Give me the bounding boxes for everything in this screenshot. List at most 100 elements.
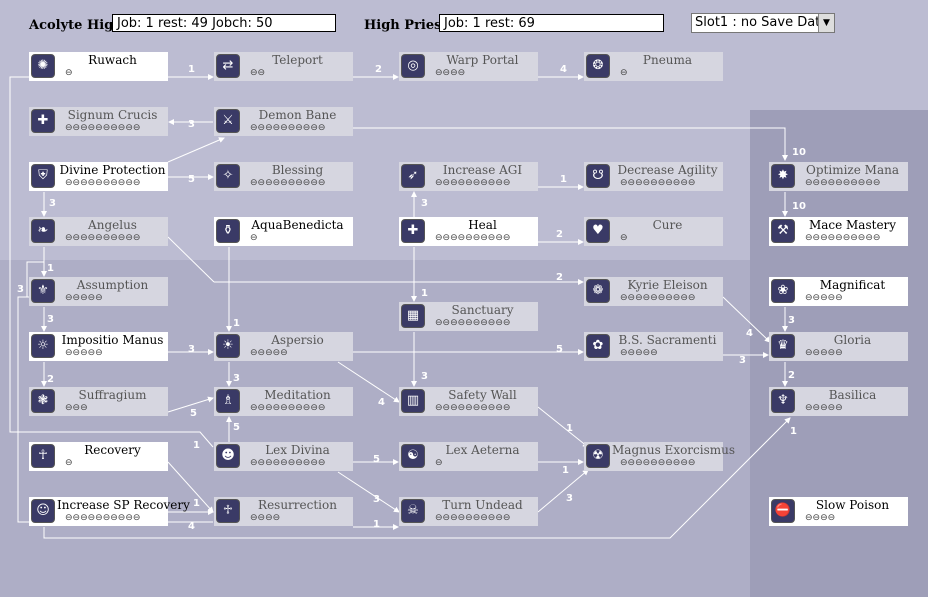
skill-level-pips[interactable]: ⊖⊖⊖: [65, 403, 88, 413]
skill-level-pips[interactable]: ⊖⊖⊖⊖⊖⊖⊖⊖⊖⊖: [805, 178, 881, 188]
skill-level-pips[interactable]: ⊖⊖⊖⊖⊖⊖⊖⊖⊖⊖: [250, 178, 326, 188]
suffragium-icon[interactable]: ❃: [31, 389, 55, 413]
skill-demon-bane[interactable]: ⚔Demon Bane⊖⊖⊖⊖⊖⊖⊖⊖⊖⊖: [214, 107, 353, 136]
skill-blessing[interactable]: ✧Blessing⊖⊖⊖⊖⊖⊖⊖⊖⊖⊖: [214, 162, 353, 191]
skill-level-pips[interactable]: ⊖⊖⊖⊖⊖⊖⊖⊖⊖⊖: [65, 513, 141, 523]
teleport-icon[interactable]: ⇄: [216, 54, 240, 78]
skill-angelus[interactable]: ❧Angelus⊖⊖⊖⊖⊖⊖⊖⊖⊖⊖: [29, 217, 168, 246]
warp-portal-icon[interactable]: ◎: [401, 54, 425, 78]
skill-level-pips[interactable]: ⊖⊖⊖⊖⊖⊖⊖⊖⊖⊖: [620, 178, 696, 188]
skill-kyrie-eleison[interactable]: ❁Kyrie Eleison⊖⊖⊖⊖⊖⊖⊖⊖⊖⊖: [584, 277, 723, 306]
lex-aeterna-icon[interactable]: ☯: [401, 444, 425, 468]
skill-pneuma[interactable]: ❂Pneuma⊖: [584, 52, 723, 81]
skill-lex-divina[interactable]: ☻Lex Divina⊖⊖⊖⊖⊖⊖⊖⊖⊖⊖: [214, 442, 353, 471]
skill-level-pips[interactable]: ⊖⊖⊖⊖⊖: [805, 403, 843, 413]
skill-signum-crucis[interactable]: ✚Signum Crucis⊖⊖⊖⊖⊖⊖⊖⊖⊖⊖: [29, 107, 168, 136]
ruwach-icon[interactable]: ✺: [31, 54, 55, 78]
cure-icon[interactable]: ♥: [586, 219, 610, 243]
skill-slow-poison[interactable]: ⛔Slow Poison⊖⊖⊖⊖: [769, 497, 908, 526]
skill-meditation[interactable]: ♗Meditation⊖⊖⊖⊖⊖⊖⊖⊖⊖⊖: [214, 387, 353, 416]
skill-level-pips[interactable]: ⊖⊖⊖⊖⊖⊖⊖⊖⊖⊖: [620, 458, 696, 468]
skill-level-pips[interactable]: ⊖⊖⊖⊖⊖⊖⊖⊖⊖⊖: [435, 233, 511, 243]
magnus-exorcismus-icon[interactable]: ☢: [586, 444, 610, 468]
skill-level-pips[interactable]: ⊖⊖⊖⊖: [805, 513, 836, 523]
skill-level-pips[interactable]: ⊖⊖⊖⊖⊖⊖⊖⊖⊖⊖: [620, 293, 696, 303]
skill-level-pips[interactable]: ⊖⊖⊖⊖: [435, 68, 466, 78]
chevron-down-icon[interactable]: ▼: [818, 14, 834, 32]
skill-level-pips[interactable]: ⊖: [65, 458, 73, 468]
skill-level-pips[interactable]: ⊖: [65, 68, 73, 78]
skill-turn-undead[interactable]: ☠Turn Undead⊖⊖⊖⊖⊖⊖⊖⊖⊖⊖: [399, 497, 538, 526]
skill-level-pips[interactable]: ⊖: [620, 68, 628, 78]
magnificat-icon[interactable]: ❀: [771, 279, 795, 303]
skill-level-pips[interactable]: ⊖⊖⊖⊖⊖: [805, 348, 843, 358]
skill-ruwach[interactable]: ✺Ruwach⊖: [29, 52, 168, 81]
skill-level-pips[interactable]: ⊖⊖⊖⊖⊖⊖⊖⊖⊖⊖: [65, 233, 141, 243]
skill-level-pips[interactable]: ⊖⊖⊖⊖⊖⊖⊖⊖⊖⊖: [435, 513, 511, 523]
lex-divina-icon[interactable]: ☻: [216, 444, 240, 468]
skill-heal[interactable]: ✚Heal⊖⊖⊖⊖⊖⊖⊖⊖⊖⊖: [399, 217, 538, 246]
sanctuary-icon[interactable]: ▦: [401, 304, 425, 328]
skill-recovery[interactable]: ☥Recovery⊖: [29, 442, 168, 471]
optimize-mana-icon[interactable]: ✸: [771, 164, 795, 188]
skill-teleport[interactable]: ⇄Teleport⊖⊖: [214, 52, 353, 81]
skill-gloria[interactable]: ♛Gloria⊖⊖⊖⊖⊖: [769, 332, 908, 361]
skill-level-pips[interactable]: ⊖⊖⊖⊖⊖⊖⊖⊖⊖⊖: [250, 403, 326, 413]
skill-sanctuary[interactable]: ▦Sanctuary⊖⊖⊖⊖⊖⊖⊖⊖⊖⊖: [399, 302, 538, 331]
increase-sp-recovery-icon[interactable]: ☺: [31, 499, 55, 523]
skill-level-pips[interactable]: ⊖: [620, 233, 628, 243]
slow-poison-icon[interactable]: ⛔: [771, 499, 795, 523]
impositio-manus-icon[interactable]: ☼: [31, 334, 55, 358]
skill-level-pips[interactable]: ⊖: [435, 458, 443, 468]
skill-level-pips[interactable]: ⊖⊖⊖⊖: [250, 513, 281, 523]
skill-level-pips[interactable]: ⊖⊖⊖⊖⊖⊖⊖⊖⊖⊖: [805, 233, 881, 243]
skill-level-pips[interactable]: ⊖⊖⊖⊖⊖⊖⊖⊖⊖⊖: [435, 178, 511, 188]
skill-aquabenedicta[interactable]: ⚱AquaBenedicta⊖: [214, 217, 353, 246]
kyrie-eleison-icon[interactable]: ❁: [586, 279, 610, 303]
signum-crucis-icon[interactable]: ✚: [31, 109, 55, 133]
aspersio-icon[interactable]: ☀: [216, 334, 240, 358]
recovery-icon[interactable]: ☥: [31, 444, 55, 468]
skill-divine-protection[interactable]: ⛨Divine Protection⊖⊖⊖⊖⊖⊖⊖⊖⊖⊖: [29, 162, 168, 191]
skill-magnificat[interactable]: ❀Magnificat⊖⊖⊖⊖⊖: [769, 277, 908, 306]
basilica-icon[interactable]: ♆: [771, 389, 795, 413]
skill-level-pips[interactable]: ⊖⊖⊖⊖⊖: [805, 293, 843, 303]
skill-level-pips[interactable]: ⊖⊖⊖⊖⊖⊖⊖⊖⊖⊖: [250, 458, 326, 468]
skill-level-pips[interactable]: ⊖⊖⊖⊖⊖: [65, 293, 103, 303]
skill-level-pips[interactable]: ⊖⊖⊖⊖⊖: [250, 348, 288, 358]
assumption-icon[interactable]: ⚜: [31, 279, 55, 303]
skill-level-pips[interactable]: ⊖⊖⊖⊖⊖⊖⊖⊖⊖⊖: [435, 318, 511, 328]
skill-magnus-exorcismus[interactable]: ☢Magnus Exorcismus⊖⊖⊖⊖⊖⊖⊖⊖⊖⊖: [584, 442, 735, 471]
increase-agi-icon[interactable]: ➶: [401, 164, 425, 188]
skill-suffragium[interactable]: ❃Suffragium⊖⊖⊖: [29, 387, 168, 416]
skill-level-pips[interactable]: ⊖: [250, 233, 258, 243]
turn-undead-icon[interactable]: ☠: [401, 499, 425, 523]
skill-level-pips[interactable]: ⊖⊖⊖⊖⊖: [65, 348, 103, 358]
mace-mastery-icon[interactable]: ⚒: [771, 219, 795, 243]
aquabenedicta-icon[interactable]: ⚱: [216, 219, 240, 243]
skill-level-pips[interactable]: ⊖⊖⊖⊖⊖⊖⊖⊖⊖⊖: [435, 403, 511, 413]
skill-level-pips[interactable]: ⊖⊖⊖⊖⊖⊖⊖⊖⊖⊖: [250, 123, 326, 133]
demon-bane-icon[interactable]: ⚔: [216, 109, 240, 133]
angelus-icon[interactable]: ❧: [31, 219, 55, 243]
skill-bs-sacramenti[interactable]: ✿B.S. Sacramenti⊖⊖⊖⊖⊖: [584, 332, 723, 361]
skill-level-pips[interactable]: ⊖⊖⊖⊖⊖: [620, 348, 658, 358]
meditation-icon[interactable]: ♗: [216, 389, 240, 413]
skill-mace-mastery[interactable]: ⚒Mace Mastery⊖⊖⊖⊖⊖⊖⊖⊖⊖⊖: [769, 217, 908, 246]
pneuma-icon[interactable]: ❂: [586, 54, 610, 78]
skill-resurrection[interactable]: ♱Resurrection⊖⊖⊖⊖: [214, 497, 353, 526]
skill-lex-aeterna[interactable]: ☯Lex Aeterna⊖: [399, 442, 538, 471]
skill-optimize-mana[interactable]: ✸Optimize Mana⊖⊖⊖⊖⊖⊖⊖⊖⊖⊖: [769, 162, 908, 191]
skill-level-pips[interactable]: ⊖⊖⊖⊖⊖⊖⊖⊖⊖⊖: [65, 178, 141, 188]
skill-basilica[interactable]: ♆Basilica⊖⊖⊖⊖⊖: [769, 387, 908, 416]
skill-level-pips[interactable]: ⊖⊖: [250, 68, 266, 78]
skill-safety-wall[interactable]: ▥Safety Wall⊖⊖⊖⊖⊖⊖⊖⊖⊖⊖: [399, 387, 538, 416]
skill-cure[interactable]: ♥Cure⊖: [584, 217, 723, 246]
blessing-icon[interactable]: ✧: [216, 164, 240, 188]
gloria-icon[interactable]: ♛: [771, 334, 795, 358]
skill-increase-sp-recovery[interactable]: ☺Increase SP Recovery⊖⊖⊖⊖⊖⊖⊖⊖⊖⊖: [29, 497, 190, 526]
skill-decrease-agility[interactable]: ☋Decrease Agility⊖⊖⊖⊖⊖⊖⊖⊖⊖⊖: [584, 162, 723, 191]
skill-impositio-manus[interactable]: ☼Impositio Manus⊖⊖⊖⊖⊖: [29, 332, 168, 361]
skill-increase-agi[interactable]: ➶Increase AGI⊖⊖⊖⊖⊖⊖⊖⊖⊖⊖: [399, 162, 538, 191]
safety-wall-icon[interactable]: ▥: [401, 389, 425, 413]
